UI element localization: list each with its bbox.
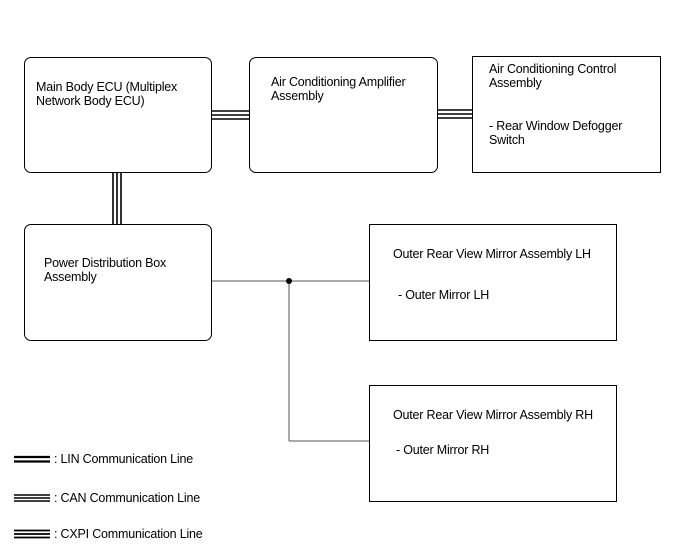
ecu-to-amplifier-line	[211, 110, 250, 120]
ecu-to-power-box-line	[112, 172, 122, 225]
legend-can: : CAN Communication Line	[14, 490, 200, 506]
main-body-ecu-line2: Network Body ECU)	[36, 94, 145, 108]
mirror-rh-title: Outer Rear View Mirror Assembly RH	[393, 408, 593, 422]
legend-cxpi-label: : CXPI Communication Line	[54, 527, 203, 541]
amplifier-to-control-line	[437, 109, 473, 119]
power-distribution-label: Power Distribution Box Assembly	[44, 256, 166, 284]
ac-control-label: Air Conditioning Control Assembly	[489, 62, 616, 90]
main-body-ecu-line1: Main Body ECU (Multiplex	[36, 80, 178, 94]
ac-amplifier-label: Air Conditioning Amplifier Assembly	[271, 75, 406, 103]
mirror-lh-sub: - Outer Mirror LH	[398, 288, 490, 302]
ac-control-sub1: - Rear Window Defogger	[489, 119, 623, 133]
ac-amplifier-line2: Assembly	[271, 89, 324, 103]
power-distribution-line1: Power Distribution Box	[44, 256, 167, 270]
ac-control-box: Air Conditioning Control Assembly - Rear…	[472, 56, 661, 173]
legend-lin: : LIN Communication Line	[14, 451, 193, 467]
ac-control-sub: - Rear Window Defogger Switch	[489, 119, 622, 147]
cxpi-line-icon	[14, 529, 50, 539]
lin-line-icon	[14, 455, 50, 463]
main-body-ecu-label: Main Body ECU (Multiplex Network Body EC…	[36, 80, 177, 108]
power-distribution-line2: Assembly	[44, 270, 97, 284]
legend-can-label: : CAN Communication Line	[54, 491, 200, 505]
legend-cxpi: : CXPI Communication Line	[14, 526, 203, 542]
ac-control-line1: Air Conditioning Control	[489, 62, 617, 76]
ac-amplifier-line1: Air Conditioning Amplifier	[271, 75, 406, 89]
ac-amplifier-box: Air Conditioning Amplifier Assembly	[249, 57, 438, 173]
mirror-lh-title: Outer Rear View Mirror Assembly LH	[393, 247, 591, 261]
legend-lin-label: : LIN Communication Line	[54, 452, 194, 466]
junction-dot	[286, 278, 292, 284]
ac-control-sub2: Switch	[489, 133, 525, 147]
power-distribution-box: Power Distribution Box Assembly	[24, 224, 212, 341]
mirror-rh-sub: - Outer Mirror RH	[396, 443, 490, 457]
can-line-icon	[14, 494, 50, 502]
power-box-to-mirrors-line	[211, 280, 370, 442]
mirror-lh-box: Outer Rear View Mirror Assembly LH - Out…	[369, 224, 617, 341]
main-body-ecu-box: Main Body ECU (Multiplex Network Body EC…	[24, 57, 212, 173]
ac-control-line2: Assembly	[489, 76, 542, 90]
mirror-rh-box: Outer Rear View Mirror Assembly RH - Out…	[369, 385, 617, 502]
